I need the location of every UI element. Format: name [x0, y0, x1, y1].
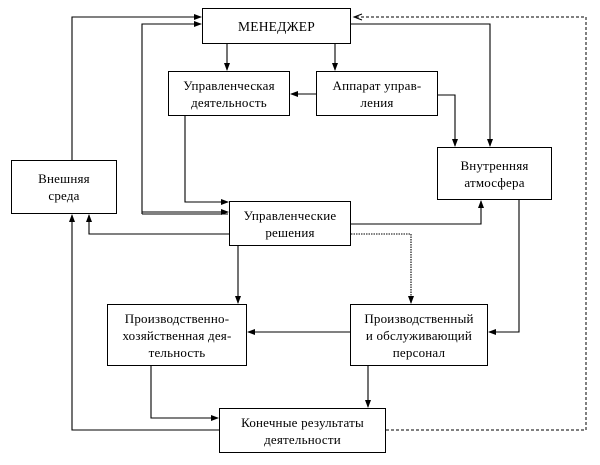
edge-external-env-to-manager: [71, 14, 202, 160]
node-manager: МЕНЕДЖЕР: [202, 8, 351, 44]
edge-decisions-to-internal-atmosphere: [351, 200, 484, 225]
edge-decisions-to-personnel-dotted: [351, 233, 414, 304]
edge-mgmt-activity-to-decisions: [184, 116, 229, 205]
dashed-arrowhead-open: [352, 13, 363, 21]
edge-decisions-to-external-env: [86, 214, 229, 235]
edge-decisions-to-manager-up: [141, 21, 202, 214]
node-management-apparatus: Аппарат управ- ления: [316, 71, 438, 116]
edge-internal-atmosphere-to-personnel: [488, 200, 520, 335]
node-external-environment: Внешняя среда: [11, 160, 117, 214]
node-management-activity: Управленческая деятельность: [168, 71, 290, 116]
edge-results-to-manager-dashed: [354, 16, 587, 431]
edge-manager-to-internal-atmosphere: [351, 23, 493, 147]
node-internal-atmosphere: Внутренняя атмосфера: [437, 147, 552, 200]
edge-production-to-results: [150, 366, 219, 421]
node-final-results: Конечные результаты деятельности: [219, 408, 386, 453]
edge-results-to-external-env: [69, 214, 219, 431]
node-production-personnel: Производственный и обслуживающий персона…: [350, 304, 488, 366]
node-management-decisions: Управленческие решения: [229, 201, 351, 246]
edge-apparatus-to-internal-atmosphere: [438, 94, 458, 147]
node-production-activity: Производственно- хозяйственная дея- тель…: [107, 304, 247, 366]
